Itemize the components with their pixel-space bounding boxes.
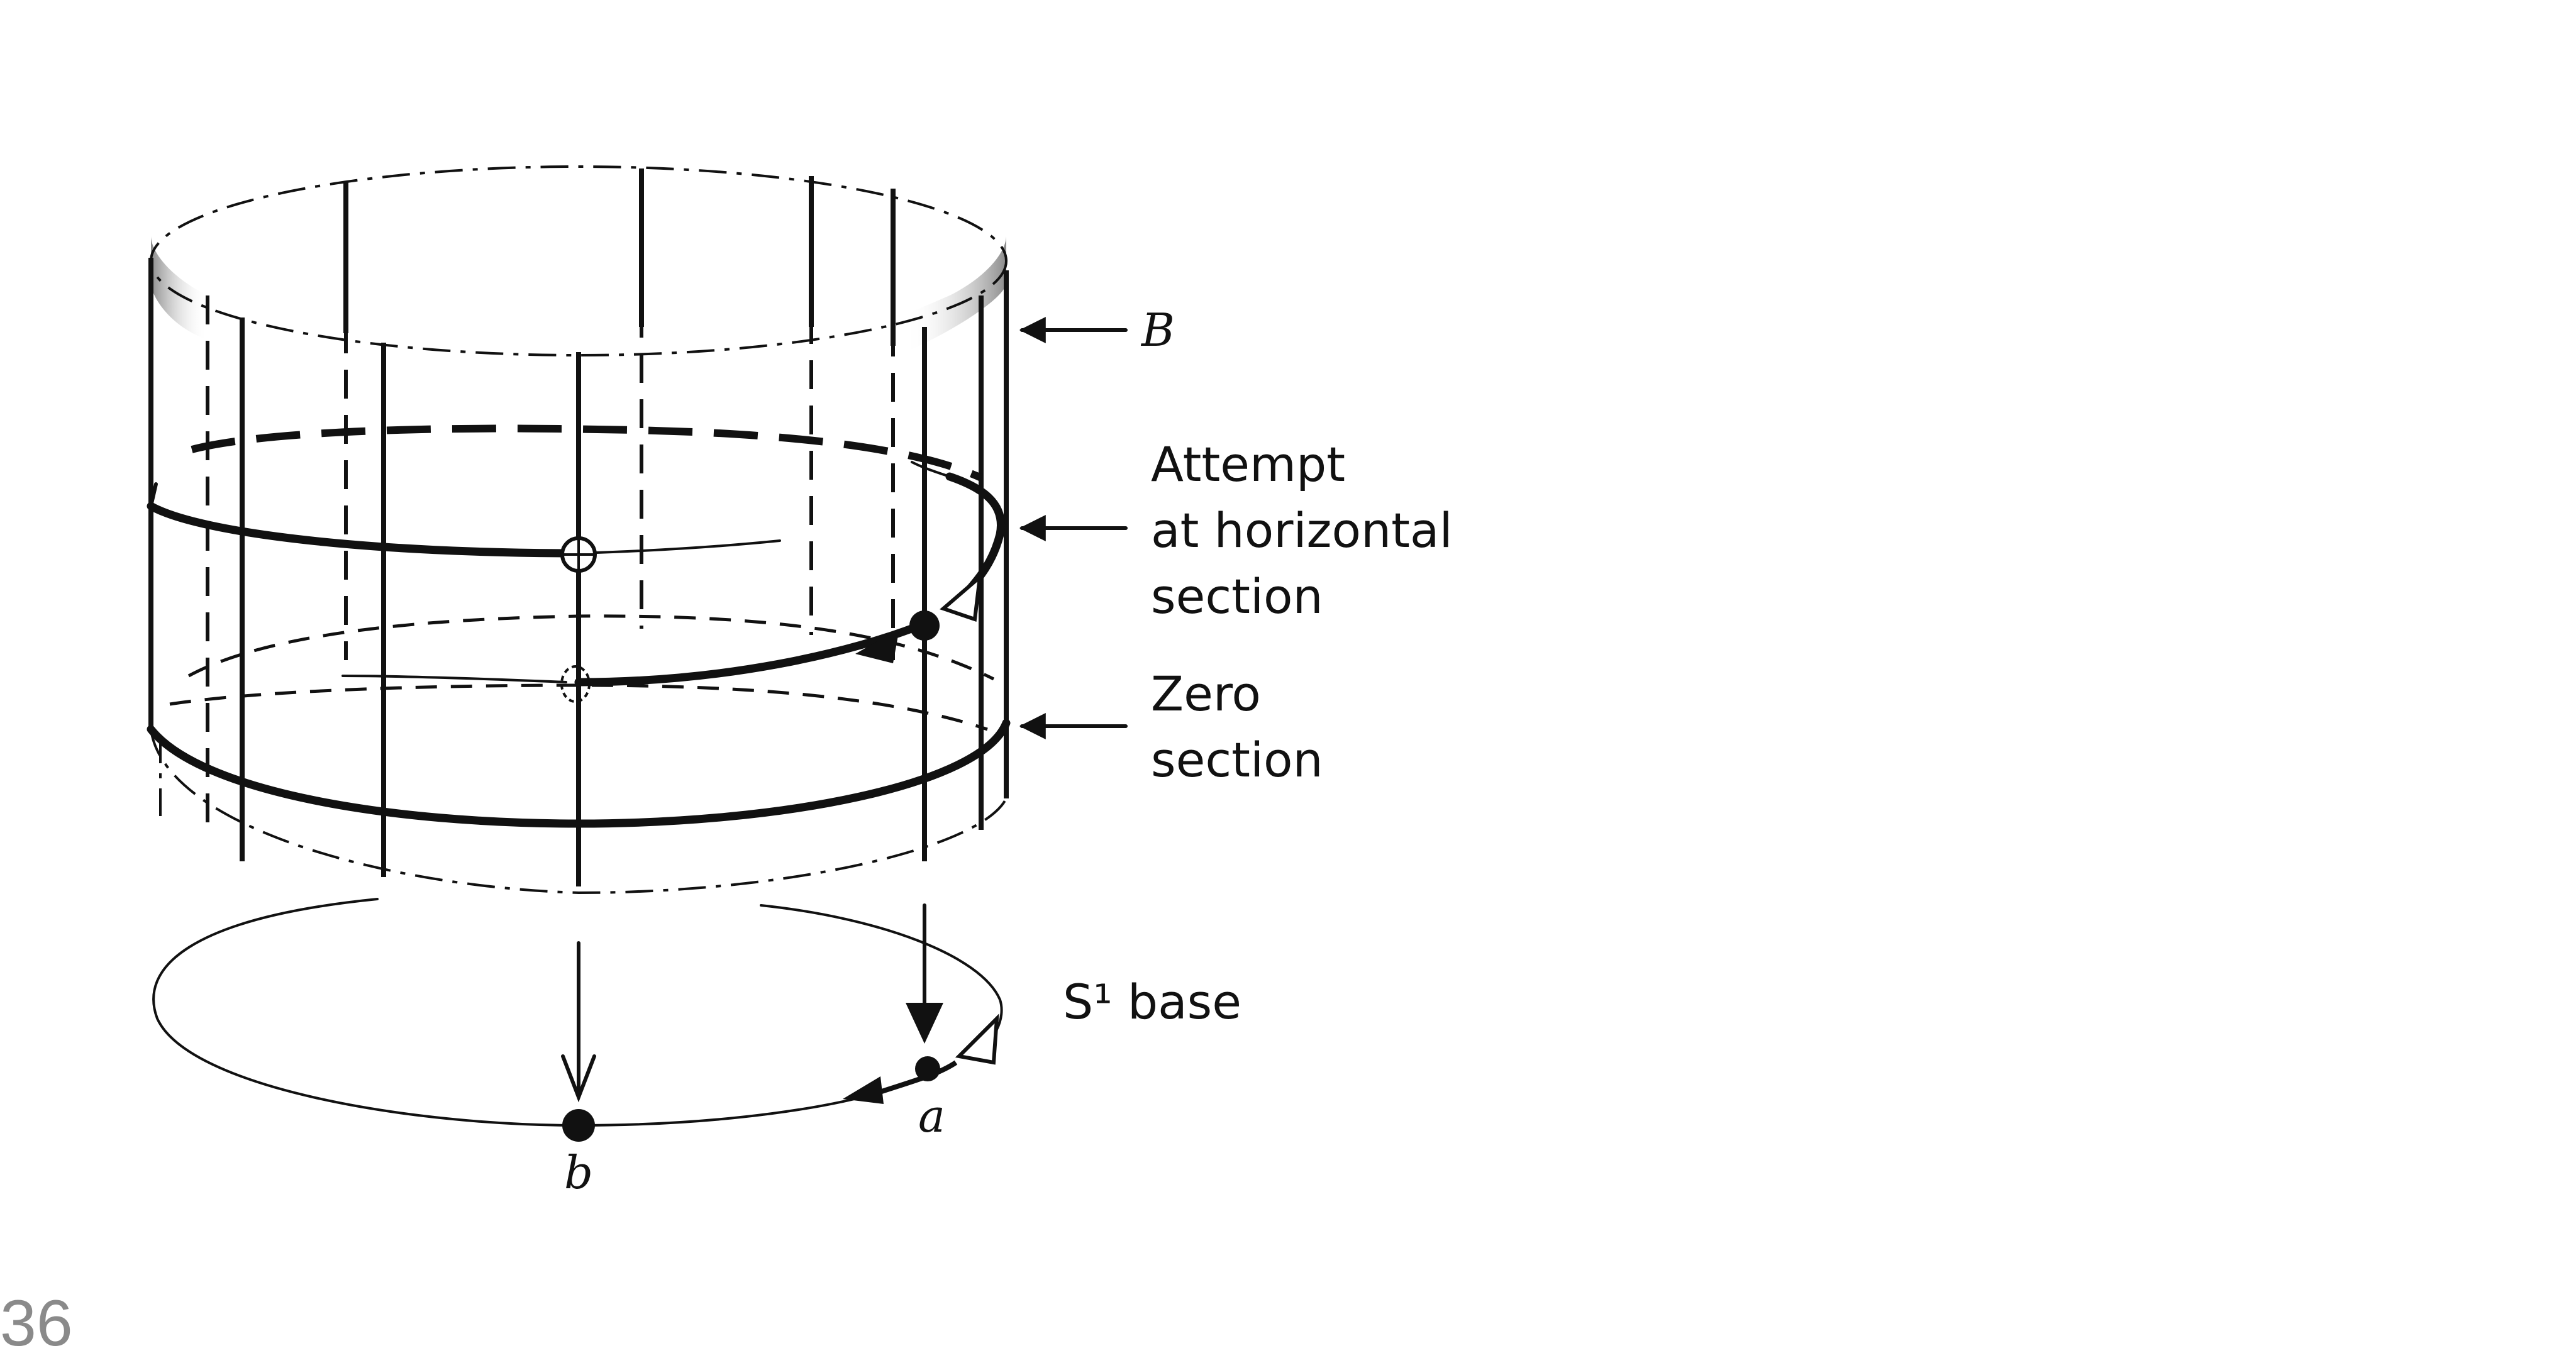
attempt-section-thin <box>577 539 781 555</box>
base-forward-arrow <box>843 1076 884 1104</box>
section-open-arrow <box>940 572 982 622</box>
zero-section-back <box>169 683 988 731</box>
base-point-b <box>562 1109 595 1142</box>
bundle-label: B <box>1140 304 1175 356</box>
projection-arrow-a <box>906 903 943 1044</box>
point-b-label: b <box>564 1146 593 1199</box>
cylinder-top-edge <box>150 165 1008 356</box>
base-label: S¹ base <box>1063 974 1241 1030</box>
attempt-label-line3: section <box>1151 568 1323 624</box>
zero-label-line1: Zero <box>1151 666 1261 722</box>
top-rim-shade-right <box>906 236 1006 352</box>
section-point-a <box>909 610 940 641</box>
attempt-label-line2: at horizontal <box>1151 502 1453 558</box>
attempt-section-back <box>191 424 983 482</box>
cylinder-bottom-edge <box>150 729 1008 895</box>
label-pointers <box>1019 317 1128 739</box>
section-forward-arrow <box>855 629 899 663</box>
top-rim-shade-left <box>151 236 208 340</box>
base-open-arrow <box>955 1013 999 1065</box>
back-fibers <box>206 173 895 836</box>
point-a-label: a <box>918 1090 945 1142</box>
zero-label-line2: section <box>1151 732 1323 788</box>
attempt-section-front <box>147 502 583 558</box>
hidden-crossing-marker <box>560 665 591 703</box>
base-point-a <box>915 1056 940 1081</box>
base-circle <box>152 898 894 1127</box>
attempt-label-line1: Attempt <box>1151 436 1345 492</box>
zero-section-front <box>147 719 1011 828</box>
attempt-section-hidden <box>341 675 567 683</box>
front-fibers <box>148 258 1009 886</box>
page-number: 36 <box>0 1287 73 1358</box>
back-fibers-top <box>343 168 896 346</box>
projection-arrow-b <box>561 941 596 1103</box>
